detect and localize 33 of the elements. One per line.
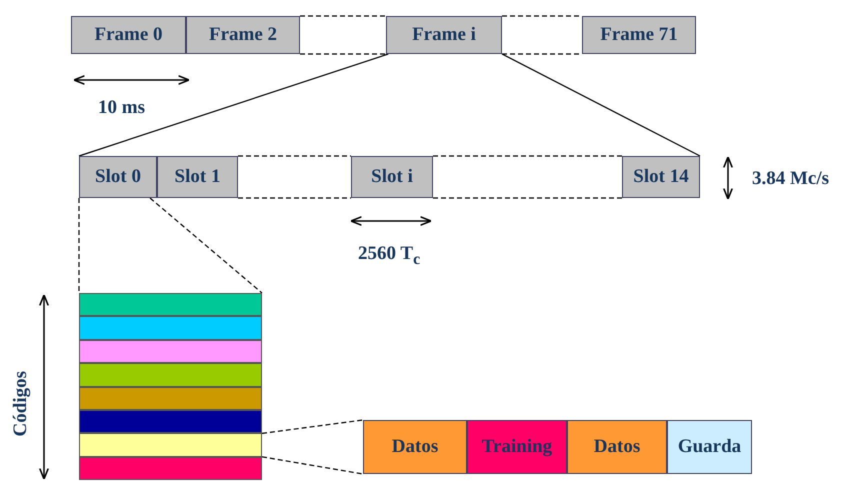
frame-box: Frame i — [386, 16, 502, 54]
field-box: Training — [467, 420, 567, 474]
code-bar — [79, 386, 262, 410]
measure-label: 2560 T$_{c}$ — [358, 243, 420, 269]
dashed-line — [262, 419, 364, 434]
dashed-line — [150, 198, 262, 294]
dashed-line — [262, 456, 364, 475]
dashed-line — [432, 155, 623, 199]
zoom-line — [78, 53, 388, 157]
measure-label: 3.84 Mc/s — [752, 168, 830, 190]
code-bar — [79, 316, 262, 340]
zoom-line — [502, 53, 700, 157]
frame-box: Frame 2 — [186, 16, 300, 54]
slot-box: Slot 14 — [622, 156, 700, 198]
frame-box: Frame 71 — [582, 16, 696, 54]
field-box: Guarda — [667, 420, 752, 474]
dashed-line — [299, 15, 387, 55]
slot-box: Slot 1 — [157, 156, 238, 198]
code-bar — [79, 433, 262, 457]
field-box: Datos — [567, 420, 667, 474]
code-bar — [79, 410, 262, 434]
measure-label: 10 ms — [98, 97, 145, 119]
slot-box: Slot i — [351, 156, 433, 198]
code-bar — [79, 293, 262, 316]
frame-box: Frame 0 — [71, 16, 186, 54]
dashed-line — [237, 155, 352, 199]
field-box: Datos — [363, 420, 467, 474]
dashed-line — [78, 198, 80, 293]
axis-label: Códigos — [10, 371, 32, 436]
code-bar — [79, 456, 262, 480]
slot-box: Slot 0 — [79, 156, 157, 198]
code-bar — [79, 363, 262, 387]
code-bar — [79, 340, 262, 364]
